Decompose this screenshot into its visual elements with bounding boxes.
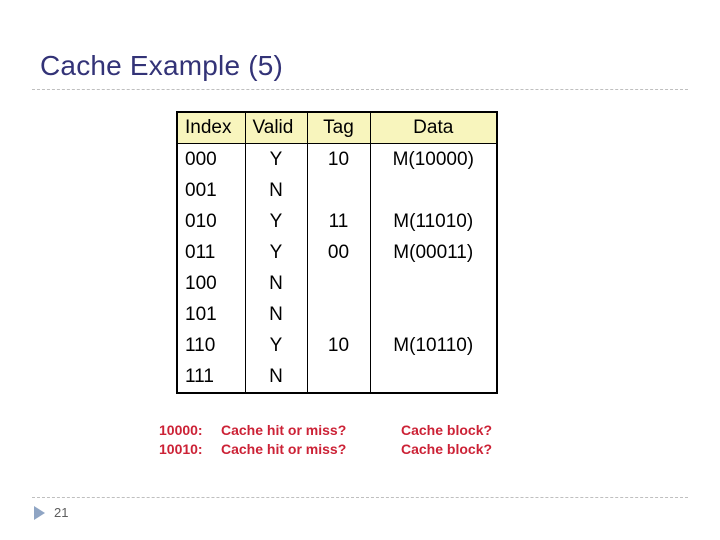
question-cache-block: Cache block? xyxy=(401,422,493,438)
cell-tag xyxy=(307,268,371,299)
table-header-row: Index Valid Tag Data xyxy=(178,113,496,144)
cell-valid: Y xyxy=(245,143,308,175)
cell-tag xyxy=(307,299,371,330)
column-header-tag: Tag xyxy=(307,113,371,144)
triangle-right-icon xyxy=(34,505,45,520)
page-title: Cache Example (5) xyxy=(40,50,284,81)
cell-tag: 11 xyxy=(307,206,371,237)
cell-valid: N xyxy=(245,268,308,299)
slide-number: 21 xyxy=(54,505,69,520)
cell-index: 011 xyxy=(178,237,246,268)
cell-tag: 10 xyxy=(307,330,371,361)
question-cache-block: Cache block? xyxy=(401,441,493,457)
cell-index: 101 xyxy=(178,299,246,330)
question-hit-or-miss: Cache hit or miss? xyxy=(221,441,347,457)
footer-divider xyxy=(32,497,688,498)
cell-tag xyxy=(307,175,371,206)
cell-tag: 10 xyxy=(307,143,371,175)
question-address: 10000: xyxy=(159,422,203,438)
footer: 21 xyxy=(34,505,68,520)
cell-valid: N xyxy=(245,299,308,330)
question-address: 10010: xyxy=(159,441,203,457)
table-row: 000 Y 10 M(10000) xyxy=(178,143,496,175)
cell-tag xyxy=(307,361,371,392)
cell-data xyxy=(370,299,496,330)
cell-valid: Y xyxy=(245,330,308,361)
cell-valid: N xyxy=(245,175,308,206)
question-row: 10000: Cache hit or miss? Cache block? xyxy=(159,421,521,440)
question-hit-or-miss: Cache hit or miss? xyxy=(221,422,347,438)
cell-valid: N xyxy=(245,361,308,392)
column-header-valid: Valid xyxy=(245,113,308,144)
cell-data: M(00011) xyxy=(393,242,474,263)
table-row: 100 N xyxy=(178,268,496,299)
cache-table: Index Valid Tag Data 000 Y 10 M(10000) 0… xyxy=(176,111,498,394)
cell-data xyxy=(370,268,496,299)
cell-index: 111 xyxy=(178,361,246,392)
cell-index: 100 xyxy=(178,268,246,299)
cell-data: M(10110) xyxy=(393,335,474,356)
table-row: 010 Y 11 M(11010) xyxy=(178,206,496,237)
cell-index: 001 xyxy=(178,175,246,206)
table-row: 101 N xyxy=(178,299,496,330)
cell-data xyxy=(370,361,496,392)
cell-index: 000 xyxy=(178,143,246,175)
cell-index: 010 xyxy=(178,206,246,237)
column-header-index: Index xyxy=(178,113,246,144)
table-row: 011 Y 00 M(00011) xyxy=(178,237,496,268)
cell-data xyxy=(370,175,496,206)
table-row: 111 N xyxy=(178,361,496,392)
question-block: 10000: Cache hit or miss? Cache block? 1… xyxy=(159,421,521,459)
table-body: 000 Y 10 M(10000) 001 N 010 Y 11 M(11010… xyxy=(178,143,496,392)
table-row: 110 Y 10 M(10110) xyxy=(178,330,496,361)
cell-data: M(11010) xyxy=(393,211,474,232)
cell-valid: Y xyxy=(245,237,308,268)
cell-tag: 00 xyxy=(307,237,371,268)
title-divider xyxy=(32,89,688,90)
column-header-data: Data xyxy=(370,113,496,144)
table-row: 001 N xyxy=(178,175,496,206)
cell-valid: Y xyxy=(245,206,308,237)
cell-data: M(10000) xyxy=(392,149,474,170)
cell-index: 110 xyxy=(178,330,246,361)
question-row: 10010: Cache hit or miss? Cache block? xyxy=(159,440,521,459)
